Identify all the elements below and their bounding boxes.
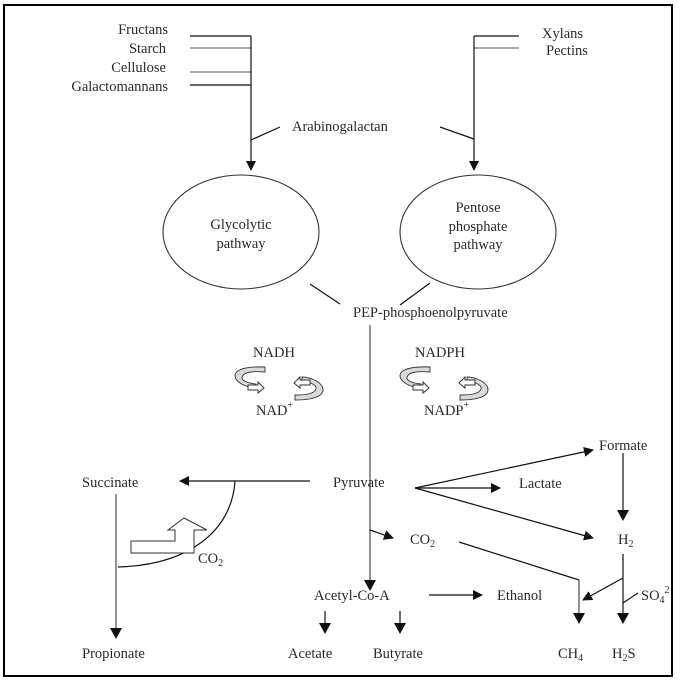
substrate-arabinogalactan: Arabinogalactan <box>292 119 389 135</box>
substrate-xylans: Xylans <box>542 26 583 42</box>
metabolite-pyruvate: Pyruvate <box>333 475 385 491</box>
glycolytic-label-line2: pathway <box>216 236 266 252</box>
metabolite-so4: SO42 <box>641 585 670 606</box>
substrate-fructans: Fructans <box>118 22 168 38</box>
so4-link <box>622 592 639 604</box>
metabolite-succinate: Succinate <box>82 475 138 491</box>
arrowhead-acetylcoa <box>364 580 376 591</box>
cofactor-nadph: NADPH <box>415 345 465 361</box>
metabolite-co2: CO2 <box>410 532 435 550</box>
arrowhead-h2s <box>617 613 629 624</box>
pentose-to-pep-link <box>399 282 431 306</box>
arabinogalactan-link-left <box>250 126 281 141</box>
metabolite-h2s: H2S <box>612 646 636 664</box>
arrow-pyruvate-to-formate <box>414 446 594 489</box>
arrow-h2-to-ch4 <box>582 577 624 601</box>
arrowhead-ch4 <box>573 613 585 624</box>
pentose-label-line2: phosphate <box>449 219 508 235</box>
glycolytic-pathway-node <box>162 174 320 290</box>
cofactor-nad: NAD+ <box>256 400 293 419</box>
metabolite-ethanol: Ethanol <box>497 588 542 604</box>
metabolite-lactate: Lactate <box>519 476 562 492</box>
metabolite-h2: H2 <box>618 532 633 550</box>
pentose-label-line3: pathway <box>453 237 503 253</box>
cofactor-nadh: NADH <box>253 345 295 361</box>
arrowhead-h2 <box>617 510 629 521</box>
glycolytic-label-line1: Glycolytic <box>210 217 271 233</box>
metabolite-acetate: Acetate <box>288 646 332 662</box>
metabolite-co2-left: CO2 <box>198 551 223 569</box>
nadp-cycle-icon <box>399 366 489 401</box>
metabolite-propionate: Propionate <box>82 646 145 662</box>
arrowhead-acetate <box>319 623 331 634</box>
substrate-starch: Starch <box>129 41 167 57</box>
arabinogalactan-link-right <box>439 126 475 140</box>
substrate-cellulose: Cellulose <box>111 60 166 76</box>
metabolite-acetyl-coa: Acetyl-Co-A <box>314 588 390 604</box>
glycolytic-to-pep-link <box>309 283 341 305</box>
pep-label: PEP-phosphoenolpyruvate <box>353 305 508 321</box>
arrowhead-butyrate <box>394 623 406 634</box>
substrate-galactomannans: Galactomannans <box>71 79 168 95</box>
arrow-to-co2 <box>369 529 394 540</box>
arrow-pyruvate-to-h2 <box>414 487 594 541</box>
co2-to-ch4-diagonal <box>458 541 580 581</box>
pentose-phosphate-pathway-node <box>399 174 557 290</box>
co2-fixation-arrow-icon <box>130 517 208 554</box>
arrowhead-propionate <box>110 628 122 639</box>
pentose-label-line1: Pentose <box>455 200 500 216</box>
cofactor-nadp: NADP+ <box>424 400 469 419</box>
metabolite-formate: Formate <box>599 438 647 454</box>
co2-fixation-curve <box>117 480 236 568</box>
metabolite-ch4: CH4 <box>558 646 583 664</box>
substrate-pectins: Pectins <box>546 43 588 59</box>
metabolite-butyrate: Butyrate <box>373 646 423 662</box>
nad-cycle-icon <box>234 366 324 401</box>
diagram-frame <box>3 4 673 677</box>
